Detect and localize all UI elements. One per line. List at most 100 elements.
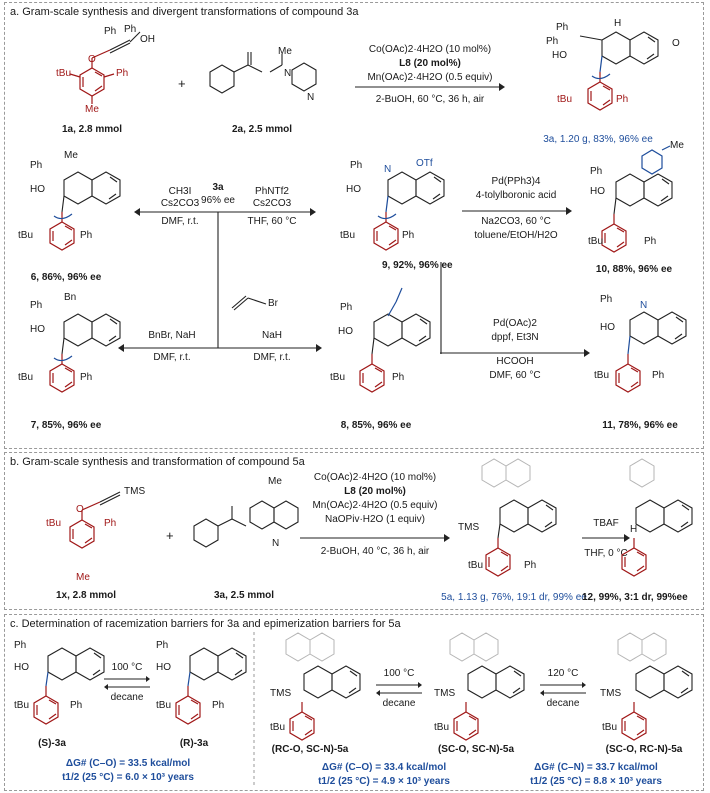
barrier-value: ΔG# (C–O) = 33.4 kcal/mol bbox=[321, 762, 447, 773]
label-bn: Bn bbox=[64, 292, 77, 303]
label-me: Me bbox=[85, 104, 99, 115]
plus-sign: + bbox=[166, 528, 174, 543]
label-ph: Ph bbox=[644, 236, 657, 247]
panel-c-title: c. Determination of racemization barrier… bbox=[10, 618, 401, 630]
label-ho: HO bbox=[590, 186, 605, 197]
branch-lines bbox=[118, 208, 322, 352]
label-me: Me bbox=[64, 150, 78, 161]
caption-12: 12, 99%, 3:1 dr, 99%ee bbox=[582, 592, 688, 603]
half-life-value: t1/2 (25 °C) = 4.9 × 10³ years bbox=[318, 776, 450, 787]
molecule-2a bbox=[209, 52, 317, 94]
caption-6: 6, 86%, 96% ee bbox=[30, 272, 102, 283]
label-tbu: tBu bbox=[18, 372, 34, 383]
caption-11: 11, 78%, 96% ee bbox=[602, 420, 678, 431]
label-ph: Ph bbox=[652, 370, 665, 381]
label-o: O bbox=[76, 504, 84, 515]
label-me: Me bbox=[670, 140, 684, 151]
barrier-value: ΔG# (C–N) = 33.7 kcal/mol bbox=[534, 762, 658, 773]
label-ph: Ph bbox=[340, 302, 353, 313]
label-ph: Ph bbox=[156, 640, 169, 651]
molecule-3a-quinoline bbox=[193, 500, 299, 548]
molecule-rs5a bbox=[285, 632, 361, 741]
plus-sign: + bbox=[178, 76, 186, 91]
condition-line: Mn(OAc)2·4H2O (0.5 equiv) bbox=[312, 500, 438, 511]
label-tbu: tBu bbox=[434, 722, 450, 733]
condition-line: 100 °C bbox=[111, 662, 143, 673]
caption-10: 10, 88%, 96% ee bbox=[595, 264, 673, 275]
molecule-ss5a bbox=[449, 632, 525, 741]
molecule-5a bbox=[481, 458, 557, 577]
panel-b-title: b. Gram-scale synthesis and transformati… bbox=[10, 456, 305, 468]
label-tms: TMS bbox=[434, 688, 456, 699]
reaction-arrow bbox=[462, 207, 572, 215]
center-label: 3a bbox=[212, 182, 224, 193]
label-ph: Ph bbox=[70, 700, 83, 711]
label-otf: OTf bbox=[416, 158, 433, 169]
label-tms: TMS bbox=[458, 522, 480, 533]
condition-line: BnBr, NaH bbox=[148, 330, 196, 341]
label-tms: TMS bbox=[124, 486, 146, 497]
label-tbu: tBu bbox=[18, 230, 34, 241]
condition-line: 120 °C bbox=[547, 668, 579, 679]
molecule-11 bbox=[615, 311, 687, 393]
label-ph: Ph bbox=[556, 22, 569, 33]
condition-line: HCOOH bbox=[496, 356, 534, 367]
condition-line: TBAF bbox=[593, 518, 619, 529]
label-ph: Ph bbox=[80, 372, 93, 383]
condition-line: Pd(PPh3)4 bbox=[491, 176, 541, 187]
label-ho: HO bbox=[30, 324, 45, 335]
branch-line bbox=[440, 262, 442, 354]
condition-line: 2-BuOH, 60 °C, 36 h, air bbox=[375, 94, 485, 105]
molecule-6 bbox=[49, 171, 121, 251]
condition-line: decane bbox=[546, 698, 580, 709]
label-tbu: tBu bbox=[156, 700, 172, 711]
label-oh: OH bbox=[140, 34, 155, 45]
condition-line: 4-tolylboronic acid bbox=[475, 190, 557, 201]
condition-line: L8 (20 mol%) bbox=[399, 58, 461, 69]
caption-r3a: (R)-3a bbox=[179, 738, 209, 749]
reaction-arrow bbox=[440, 349, 590, 357]
label-n: N bbox=[384, 164, 392, 175]
molecule-10 bbox=[601, 145, 673, 253]
label-ph: Ph bbox=[590, 166, 603, 177]
molecule-s3a bbox=[33, 647, 105, 725]
label-ph: Ph bbox=[14, 640, 27, 651]
label-tbu: tBu bbox=[557, 94, 573, 105]
condition-line: DMF, r.t. bbox=[153, 352, 191, 363]
label-tbu: tBu bbox=[46, 518, 62, 529]
condition-line: Na2CO3, 60 °C bbox=[481, 216, 551, 227]
molecule-9 bbox=[373, 171, 445, 251]
condition-line: Mn(OAc)2·4H2O (0.5 equiv) bbox=[367, 72, 493, 83]
condition-line: NaOPiv·H2O (1 equiv) bbox=[324, 514, 426, 525]
panel-a-title: a. Gram-scale synthesis and divergent tr… bbox=[10, 6, 359, 18]
reaction-arrow bbox=[300, 534, 450, 542]
panel-b bbox=[4, 452, 704, 610]
label-ho: HO bbox=[552, 50, 567, 61]
condition-line: Co(OAc)2·4H2O (10 mol%) bbox=[313, 472, 437, 483]
label-n: N bbox=[272, 538, 280, 549]
label-ph: Ph bbox=[104, 26, 117, 37]
barrier-value: ΔG# (C–O) = 33.5 kcal/mol bbox=[65, 758, 191, 769]
label-tms: TMS bbox=[270, 688, 292, 699]
equilibrium-arrows bbox=[540, 682, 586, 696]
condition-line: Cs2CO3 bbox=[252, 198, 292, 209]
caption-5a: 5a, 1.13 g, 76%, 19:1 dr, 99% ee bbox=[441, 592, 587, 603]
label-h: H bbox=[630, 524, 638, 535]
label-me: Me bbox=[278, 46, 292, 57]
label-tbu: tBu bbox=[588, 236, 604, 247]
caption-9: 9, 92%, 96% ee bbox=[382, 260, 453, 271]
label-ph: Ph bbox=[402, 230, 415, 241]
label-tbu: tBu bbox=[468, 560, 484, 571]
condition-line: THF, 60 °C bbox=[247, 216, 297, 227]
label-me: Me bbox=[268, 476, 282, 487]
condition-line: DMF, 60 °C bbox=[489, 370, 541, 381]
condition-line: PhNTf2 bbox=[255, 186, 289, 197]
label-n: N bbox=[307, 92, 315, 103]
molecule-sr5a bbox=[617, 632, 693, 741]
reaction-arrow bbox=[355, 83, 505, 91]
equilibrium-arrows bbox=[376, 682, 422, 696]
label-tbu: tBu bbox=[56, 68, 72, 79]
condition-line: L8 (20 mol%) bbox=[344, 486, 406, 497]
caption-s3a: (S)-3a bbox=[38, 738, 66, 749]
label-ph: Ph bbox=[350, 160, 363, 171]
